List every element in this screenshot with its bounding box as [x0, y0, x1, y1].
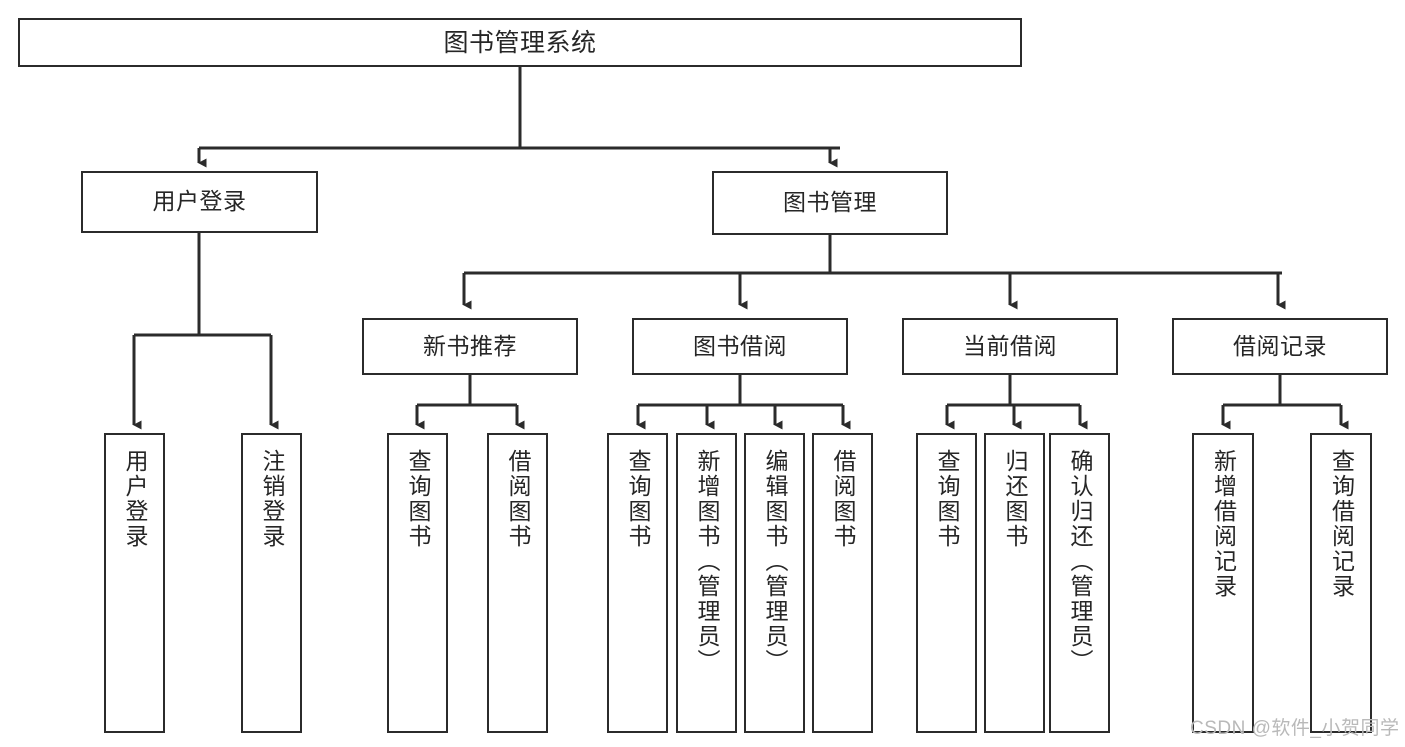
node-user-login-label: 用户登录: [152, 188, 247, 215]
leaf-edit-book[interactable]: 编辑图书（管理员）: [744, 433, 805, 733]
leaf-add-book[interactable]: 新增图书（管理员）: [676, 433, 737, 733]
leaf-borrow-book-2-label: 借阅图书: [830, 449, 856, 549]
node-user-login[interactable]: 用户登录: [81, 171, 318, 233]
leaf-query-record[interactable]: 查询借阅记录: [1310, 433, 1372, 733]
leaf-user-login-label: 用户登录: [122, 449, 148, 549]
leaf-query-book-1[interactable]: 查询图书: [387, 433, 448, 733]
node-book-borrow[interactable]: 图书借阅: [632, 318, 848, 375]
node-new-book-recommend-label: 新书推荐: [423, 332, 517, 359]
leaf-query-book-2-label: 查询图书: [625, 449, 651, 549]
node-root-label: 图书管理系统: [443, 28, 597, 57]
leaf-confirm-return-label: 确认归还（管理员）: [1067, 449, 1093, 674]
leaf-query-record-label: 查询借阅记录: [1328, 449, 1355, 599]
node-book-borrow-label: 图书借阅: [693, 332, 787, 359]
leaf-edit-book-label: 编辑图书（管理员）: [762, 449, 788, 674]
leaf-query-book-2[interactable]: 查询图书: [607, 433, 668, 733]
leaf-borrow-book-1-label: 借阅图书: [505, 449, 531, 549]
node-book-manage[interactable]: 图书管理: [712, 171, 948, 235]
leaf-return-book-label: 归还图书: [1002, 449, 1028, 549]
leaf-borrow-book-1[interactable]: 借阅图书: [487, 433, 548, 733]
leaf-add-record[interactable]: 新增借阅记录: [1192, 433, 1254, 733]
leaf-query-book-3[interactable]: 查询图书: [916, 433, 977, 733]
node-new-book-recommend[interactable]: 新书推荐: [362, 318, 578, 375]
leaf-logout-login-label: 注销登录: [259, 449, 285, 549]
node-current-borrow[interactable]: 当前借阅: [902, 318, 1118, 375]
leaf-query-book-1-label: 查询图书: [405, 449, 431, 549]
leaf-user-login[interactable]: 用户登录: [104, 433, 165, 733]
leaf-return-book[interactable]: 归还图书: [984, 433, 1045, 733]
node-root[interactable]: 图书管理系统: [18, 18, 1022, 67]
leaf-add-record-label: 新增借阅记录: [1210, 449, 1237, 599]
leaf-logout-login[interactable]: 注销登录: [241, 433, 302, 733]
node-borrow-record-label: 借阅记录: [1233, 332, 1327, 359]
leaf-add-book-label: 新增图书（管理员）: [694, 449, 720, 674]
leaf-query-book-3-label: 查询图书: [934, 449, 960, 549]
csdn-watermark: CSDN @软件_小贺同学: [1190, 718, 1400, 739]
leaf-borrow-book-2[interactable]: 借阅图书: [812, 433, 873, 733]
node-borrow-record[interactable]: 借阅记录: [1172, 318, 1388, 375]
node-book-manage-label: 图书管理: [783, 189, 877, 216]
leaf-confirm-return[interactable]: 确认归还（管理员）: [1049, 433, 1110, 733]
node-current-borrow-label: 当前借阅: [963, 332, 1057, 359]
